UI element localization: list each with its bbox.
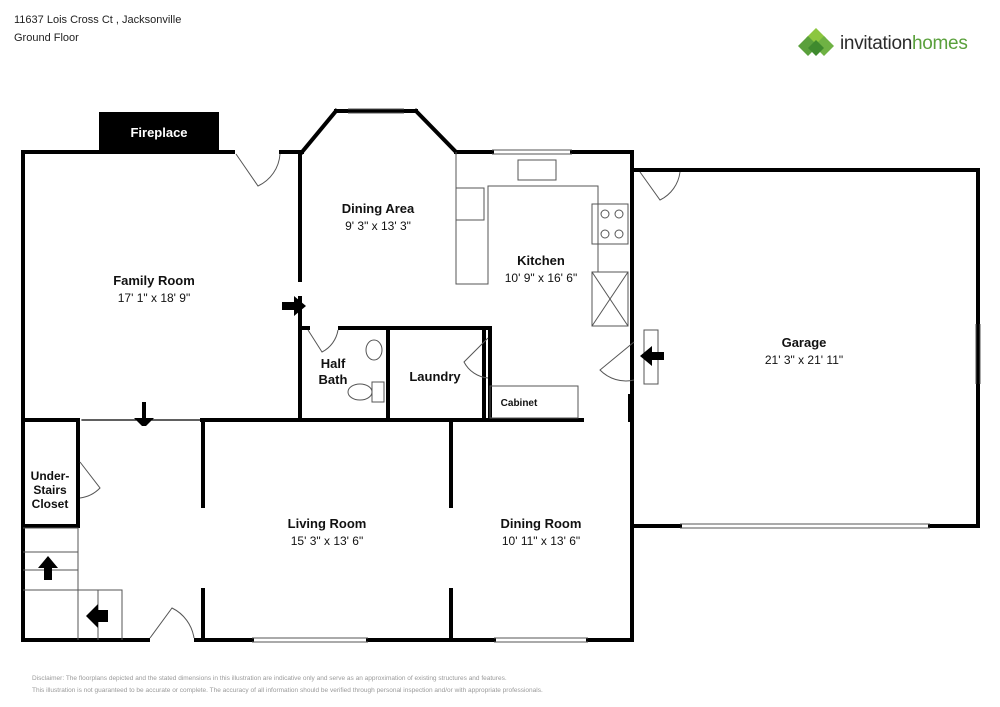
fireplace-block [99, 112, 219, 152]
address-text: 11637 Lois Cross Ct , Jacksonville [14, 14, 182, 26]
under-stairs-line3: Closet [32, 497, 69, 511]
dining-area-label: Dining Area [342, 201, 415, 216]
brand-logo: invitationhomes [798, 26, 968, 62]
logo-mark-icon [798, 28, 834, 56]
disclaimer-line1: Disclaimer: The floorplans depicted and … [32, 675, 507, 682]
garage-label: Garage [782, 335, 827, 350]
under-stairs-line1: Under- [31, 469, 70, 483]
half-bath-label-line2: Bath [319, 372, 348, 387]
living-room-label: Living Room [288, 516, 367, 531]
arrows [38, 296, 664, 628]
fireplace-label: Fireplace [130, 125, 187, 140]
brand-name: invitationhomes [840, 33, 968, 55]
kitchen-dims: 10' 9" x 16' 6" [505, 271, 577, 285]
disclaimer-line2: This illustration is not guaranteed to b… [32, 687, 543, 694]
arrow-left-stairs-icon [86, 604, 108, 628]
living-room-dims: 15' 3" x 13' 6" [291, 534, 363, 548]
arrow-left-icon [640, 346, 664, 366]
floor-label: Ground Floor [14, 32, 79, 44]
cabinet-label: Cabinet [501, 398, 538, 409]
dining-room-label: Dining Room [501, 516, 582, 531]
dining-room-dims: 10' 11" x 13' 6" [502, 534, 580, 548]
family-room-dims: 17' 1" x 18' 9" [118, 291, 190, 305]
walls [21, 108, 980, 642]
arrow-down-icon [134, 402, 154, 426]
dining-area-dims: 9' 3" x 13' 3" [345, 219, 411, 233]
brand-name-part2: homes [912, 33, 968, 54]
arrow-right-icon [282, 296, 306, 316]
under-stairs-line2: Stairs [33, 483, 67, 497]
fixtures [23, 108, 981, 643]
half-bath-label-line1: Half [321, 356, 346, 371]
garage-dims: 21' 3" x 21' 11" [765, 353, 843, 367]
arrow-up-icon [38, 556, 58, 580]
brand-name-part1: invitation [840, 33, 912, 54]
kitchen-label: Kitchen [517, 253, 565, 268]
laundry-label: Laundry [409, 369, 461, 384]
family-room-label: Family Room [113, 273, 195, 288]
